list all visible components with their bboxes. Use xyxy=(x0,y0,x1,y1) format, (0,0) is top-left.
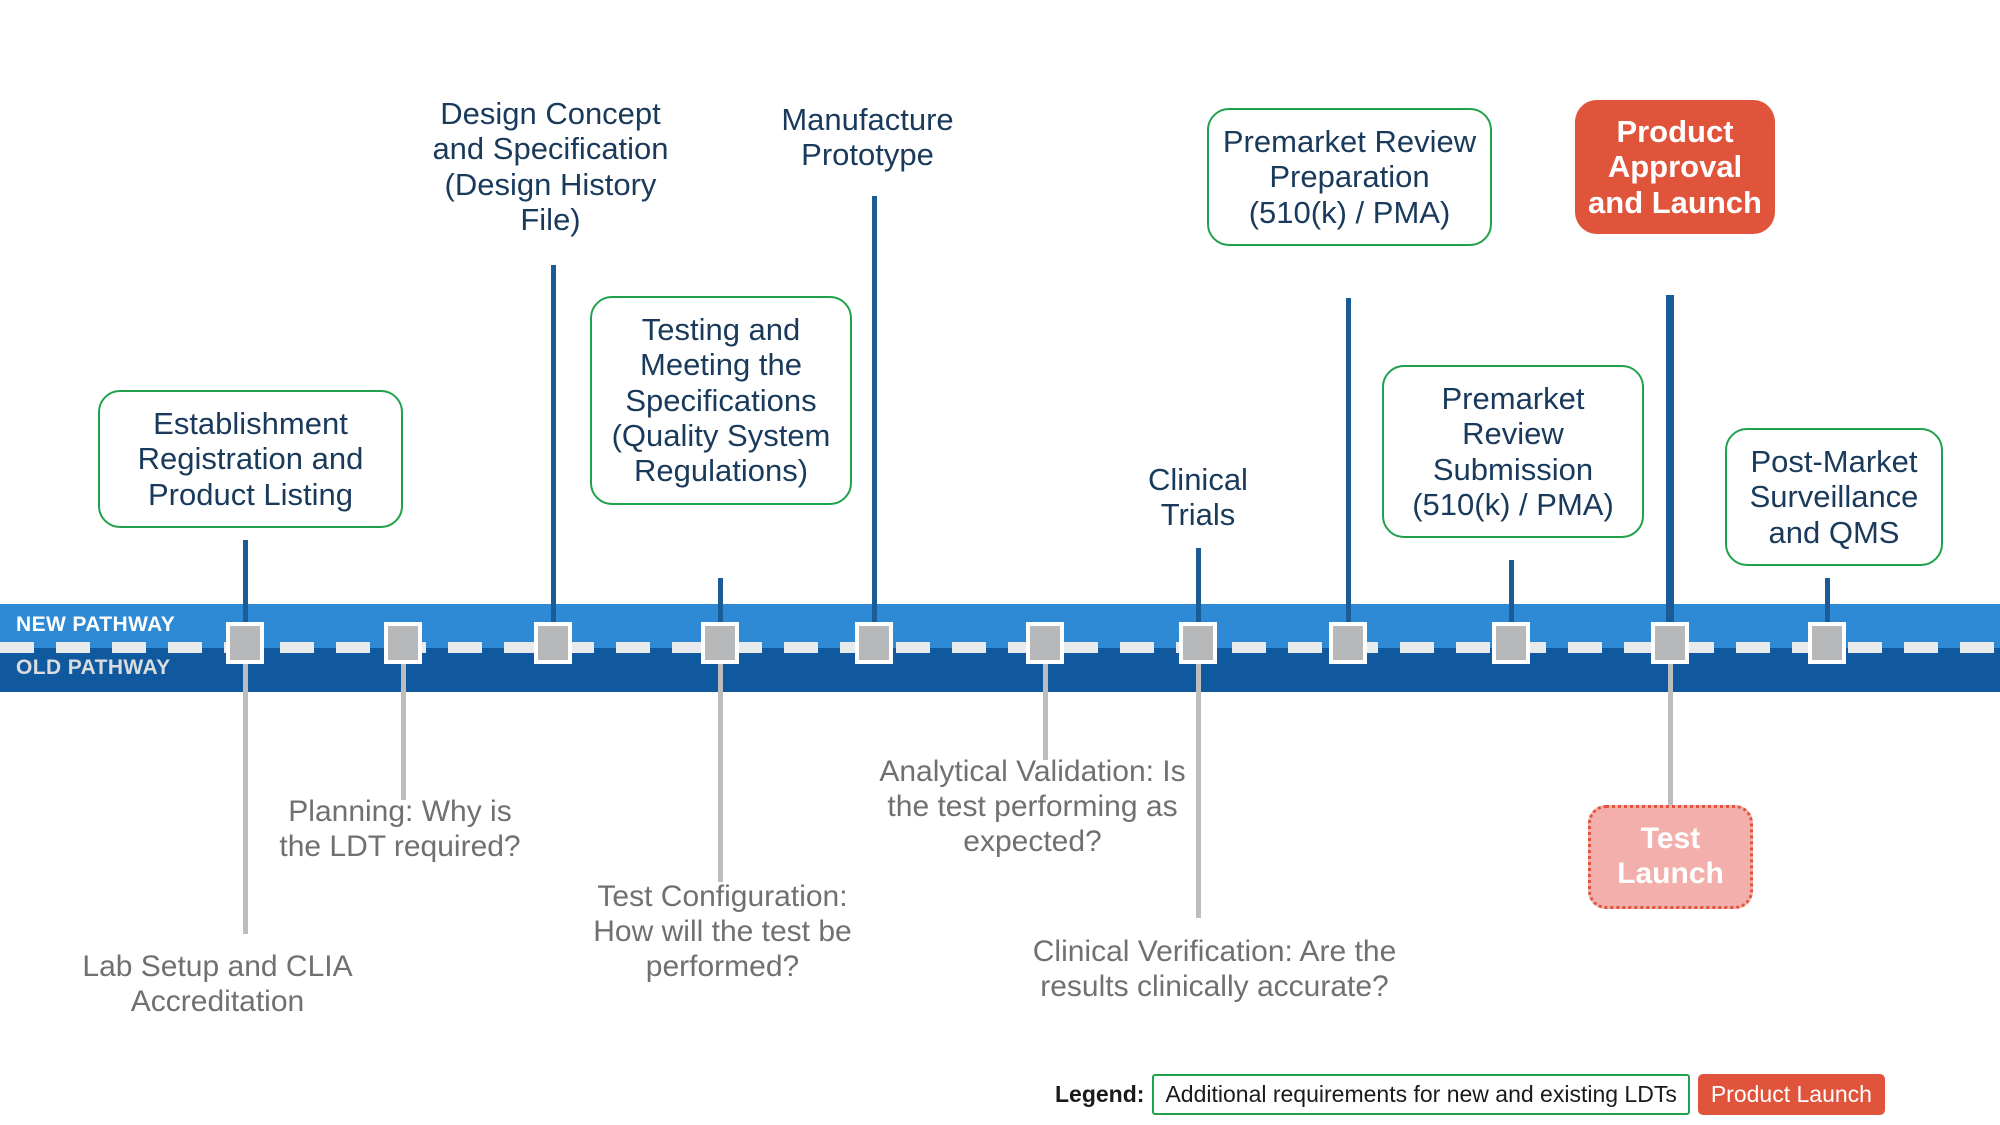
milestone-marker xyxy=(1026,622,1064,664)
milestone-marker xyxy=(1329,622,1367,664)
connector-design-concept xyxy=(551,265,556,630)
milestone-marker xyxy=(384,622,422,664)
connector-establishment-registration xyxy=(243,540,248,630)
new-node-design-concept: Design Concept and Specification (Design… xyxy=(432,96,669,237)
legend-item-product-launch: Product Launch xyxy=(1697,1073,1885,1115)
milestone-marker xyxy=(701,622,739,664)
connector-manufacture-prototype xyxy=(872,196,877,630)
new-pathway-label: NEW PATHWAY xyxy=(16,613,176,636)
new-node-premarket-review-preparation: Premarket Review Preparation (510(k) / P… xyxy=(1207,108,1492,246)
pathway-dashed-divider xyxy=(0,642,2000,653)
connector-clinical-verification xyxy=(1196,664,1201,918)
milestone-marker xyxy=(1651,622,1689,664)
pathway-bar: NEW PATHWAY OLD PATHWAY xyxy=(0,604,2000,692)
old-node-clinical-verification: Clinical Verification: Are the results c… xyxy=(1032,935,1397,1003)
old-node-planning: Planning: Why is the LDT required? xyxy=(279,795,521,863)
milestone-marker xyxy=(1492,622,1530,664)
connector-test-launch xyxy=(1668,664,1673,805)
milestone-marker xyxy=(855,622,893,664)
connector-analytical-validation xyxy=(1043,664,1048,760)
legend-label: Legend: xyxy=(1055,1080,1145,1107)
connector-planning xyxy=(401,664,406,800)
legend: Legend: Additional requirements for new … xyxy=(1055,1073,1885,1115)
connector-clinical-trials xyxy=(1196,548,1201,630)
connector-premarket-review-submission xyxy=(1509,560,1514,630)
connector-premarket-review-preparation xyxy=(1346,298,1351,630)
new-node-post-market-surveillance: Post-Market Surveillance and QMS xyxy=(1725,428,1943,566)
milestone-marker xyxy=(1808,622,1846,664)
new-node-clinical-trials: Clinical Trials xyxy=(1148,462,1248,533)
new-node-testing-and-meeting-specs: Testing and Meeting the Specifications (… xyxy=(590,296,852,505)
old-node-test-launch: Test Launch xyxy=(1588,805,1753,909)
old-pathway-label: OLD PATHWAY xyxy=(16,656,171,679)
old-node-analytical-validation: Analytical Validation: Is the test perfo… xyxy=(879,755,1186,858)
connector-testing-and-meeting-specs xyxy=(718,578,723,630)
connector-product-approval-and-launch xyxy=(1666,295,1674,630)
legend-item-additional-requirements: Additional requirements for new and exis… xyxy=(1152,1073,1690,1115)
old-pathway-band xyxy=(0,648,2000,692)
old-node-test-configuration: Test Configuration: How will the test be… xyxy=(593,880,852,983)
connector-lab-setup xyxy=(243,664,248,934)
new-node-product-approval-and-launch: Product Approval and Launch xyxy=(1575,100,1775,234)
milestone-marker xyxy=(1179,622,1217,664)
connector-test-configuration xyxy=(718,664,723,882)
milestone-marker xyxy=(534,622,572,664)
new-node-premarket-review-submission: Premarket Review Submission (510(k) / PM… xyxy=(1382,365,1644,539)
milestone-marker xyxy=(226,622,264,664)
new-node-manufacture-prototype: Manufacture Prototype xyxy=(781,102,954,173)
connector-post-market-surveillance xyxy=(1825,578,1830,630)
old-node-lab-setup-clia: Lab Setup and CLIA Accreditation xyxy=(82,950,353,1018)
new-node-establishment-registration: Establishment Registration and Product L… xyxy=(98,390,403,528)
